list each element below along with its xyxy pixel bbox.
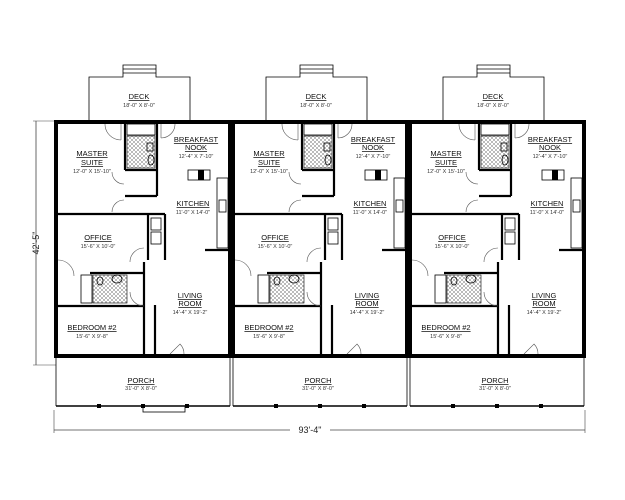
living-room-label-2: ROOM bbox=[355, 299, 378, 308]
office-label: OFFICE bbox=[438, 233, 466, 242]
master-suite-label-2: SUITE bbox=[258, 158, 280, 167]
breakfast-nook-label-2: NOOK bbox=[185, 143, 207, 152]
kitchen-label: KITCHEN bbox=[177, 199, 210, 208]
deck-size: 18'-0" X 8'-0" bbox=[477, 103, 509, 109]
hall-bath bbox=[80, 274, 128, 304]
laundry bbox=[150, 217, 162, 245]
porch: PORCH 31'-0" X 8'-0" bbox=[232, 356, 408, 408]
kitchen-label: KITCHEN bbox=[354, 199, 387, 208]
bedroom2-size: 15'-6" X 9'-8" bbox=[76, 334, 108, 340]
hall-bath bbox=[434, 274, 482, 304]
office-label: OFFICE bbox=[261, 233, 289, 242]
living-room-size: 14'-4" X 19'-2" bbox=[527, 310, 562, 316]
deck-label: DECK bbox=[129, 92, 150, 101]
porch: PORCH 31'-0" X 8'-0" bbox=[55, 356, 231, 413]
breakfast-nook-size: 12'-4" X 7'-10" bbox=[533, 154, 568, 160]
bedroom2-label: BEDROOM #2 bbox=[421, 323, 470, 332]
deck-label: DECK bbox=[306, 92, 327, 101]
porch-label: PORCH bbox=[304, 376, 331, 385]
deck-size: 18'-0" X 8'-0" bbox=[300, 103, 332, 109]
office-size: 15'-6" X 10'-0" bbox=[435, 244, 470, 250]
breakfast-nook-label-2: NOOK bbox=[539, 143, 561, 152]
master-bath bbox=[303, 123, 333, 169]
bedroom2-size: 15'-6" X 9'-8" bbox=[253, 334, 285, 340]
kitchen-counters bbox=[541, 169, 583, 249]
master-bath bbox=[126, 123, 156, 169]
living-room-label-1: LIVING bbox=[355, 291, 380, 300]
kitchen-counters bbox=[187, 169, 229, 249]
breakfast-nook-size: 12'-4" X 7'-10" bbox=[179, 154, 214, 160]
porch-size: 31'-0" X 8'-0" bbox=[302, 386, 334, 392]
master-suite-label-1: MASTER bbox=[253, 149, 285, 158]
laundry bbox=[504, 217, 516, 245]
breakfast-nook-label-1: BREAKFAST bbox=[174, 135, 219, 144]
deck: DECK 18'-0" X 8'-0" bbox=[442, 64, 545, 122]
bedroom2-label: BEDROOM #2 bbox=[244, 323, 293, 332]
breakfast-nook-label-1: BREAKFAST bbox=[528, 135, 573, 144]
depth-dimension: 42'-5" bbox=[31, 120, 56, 366]
kitchen-counters bbox=[364, 169, 406, 249]
bedroom2-size: 15'-6" X 9'-8" bbox=[430, 334, 462, 340]
porch-size: 31'-0" X 8'-0" bbox=[125, 386, 157, 392]
deck-size: 18'-0" X 8'-0" bbox=[123, 103, 155, 109]
office-label: OFFICE bbox=[84, 233, 112, 242]
width-label: 93'-4" bbox=[299, 425, 322, 435]
master-suite-label-2: SUITE bbox=[435, 158, 457, 167]
kitchen-size: 11'-0" X 14'-0" bbox=[530, 210, 564, 216]
depth-label: 42'-5" bbox=[31, 232, 41, 255]
master-suite-label-1: MASTER bbox=[76, 149, 108, 158]
breakfast-nook-label-1: BREAKFAST bbox=[351, 135, 396, 144]
unit-1: DECK 18'-0" X 8'-0" PORCH 31'-0" X 8'-0" bbox=[54, 64, 232, 413]
living-room-size: 14'-4" X 19'-2" bbox=[173, 310, 208, 316]
master-bath bbox=[480, 123, 510, 169]
width-dimension: 93'-4" bbox=[53, 410, 586, 436]
porch-label: PORCH bbox=[127, 376, 154, 385]
master-suite-size: 12'-0" X 15'-10" bbox=[427, 169, 465, 175]
deck: DECK 18'-0" X 8'-0" bbox=[265, 64, 368, 122]
living-room-label-1: LIVING bbox=[532, 291, 557, 300]
unit-2: DECK 18'-0" X 8'-0" PORCH 31'-0" X 8'-0" bbox=[231, 64, 409, 408]
kitchen-size: 11'-0" X 14'-0" bbox=[176, 210, 210, 216]
hall-bath bbox=[257, 274, 305, 304]
master-suite-size: 12'-0" X 15'-10" bbox=[250, 169, 288, 175]
living-room-label-2: ROOM bbox=[178, 299, 201, 308]
kitchen-label: KITCHEN bbox=[531, 199, 564, 208]
breakfast-nook-label-2: NOOK bbox=[362, 143, 384, 152]
porch: PORCH 31'-0" X 8'-0" bbox=[409, 356, 585, 408]
master-suite-label-2: SUITE bbox=[81, 158, 103, 167]
bedroom2-label: BEDROOM #2 bbox=[67, 323, 116, 332]
porch-size: 31'-0" X 8'-0" bbox=[479, 386, 511, 392]
office-size: 15'-6" X 10'-0" bbox=[258, 244, 293, 250]
unit-3: DECK 18'-0" X 8'-0" PORCH 31'-0" X 8'-0" bbox=[408, 64, 586, 408]
living-room-size: 14'-4" X 19'-2" bbox=[350, 310, 385, 316]
laundry bbox=[327, 217, 339, 245]
living-room-label-2: ROOM bbox=[532, 299, 555, 308]
deck-label: DECK bbox=[483, 92, 504, 101]
deck: DECK 18'-0" X 8'-0" bbox=[88, 64, 191, 122]
master-suite-size: 12'-0" X 15'-10" bbox=[73, 169, 111, 175]
porch-label: PORCH bbox=[481, 376, 508, 385]
kitchen-size: 11'-0" X 14'-0" bbox=[353, 210, 387, 216]
master-suite-label-1: MASTER bbox=[430, 149, 462, 158]
living-room-label-1: LIVING bbox=[178, 291, 203, 300]
breakfast-nook-size: 12'-4" X 7'-10" bbox=[356, 154, 391, 160]
office-size: 15'-6" X 10'-0" bbox=[81, 244, 116, 250]
